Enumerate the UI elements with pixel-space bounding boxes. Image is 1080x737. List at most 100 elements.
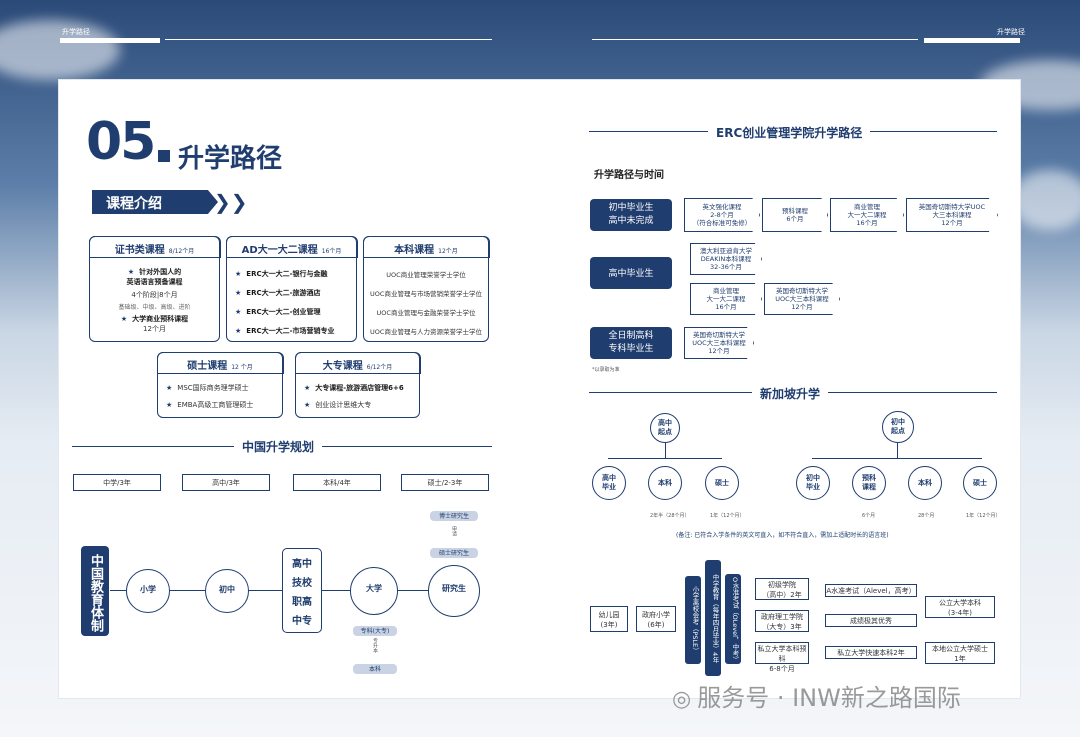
sg-node: 硕士 (963, 466, 997, 500)
star-icon: ★ (127, 268, 135, 276)
row-label: 全日制高科专科毕业生 (590, 327, 672, 359)
card-item: ★ERC大一大二-市场营销专业 (235, 327, 335, 335)
header-right: 升学路径 (997, 28, 1025, 36)
sg-primary: 政府小学(6年) (636, 606, 676, 632)
tree-line (608, 458, 722, 459)
node-grad: 研究生 (428, 565, 480, 617)
sg-start-junior: 初中起点 (882, 411, 914, 443)
card-item: ★大专课程-旅游酒店管理6+6 (304, 384, 404, 392)
card-item: UOC商业管理与市场营销荣誉学士学位 (370, 290, 482, 298)
erc-title: ERC创业管理学院升学路径 (708, 124, 871, 141)
watermark: ◎服务号 · INW新之路国际 (672, 684, 961, 712)
section-dot (158, 150, 170, 162)
erc-subtitle: 升学路径与时间 (594, 170, 664, 181)
card-item: ★EMBA高级工商管理硕士 (166, 401, 254, 409)
sg-node: 硕士 (705, 466, 739, 500)
sg-excellent: 成绩极其优秀 (825, 614, 917, 627)
sg-duration: 1年（12个月） (966, 513, 1001, 519)
star-icon: ★ (120, 315, 128, 323)
sg-node: 高中毕业 (592, 466, 626, 500)
card-duration: 16个月 (321, 247, 342, 255)
node-master: 硕士研究生 (430, 548, 478, 558)
sg-duration: 2年半（28个月） (650, 513, 690, 519)
card-item: ★ERC大一大二-旅游酒店 (235, 289, 321, 297)
wechat-icon: ◎ (672, 687, 692, 712)
node-college: 专科(大专) (353, 626, 397, 636)
node-junior: 初中 (205, 569, 249, 613)
tree-line (665, 436, 666, 458)
node-senior: 高中技校职高中专 (282, 548, 322, 633)
card-duration: 12 个月 (231, 363, 253, 371)
sg-remark: (备注: 已符合入学条件的英文可直入，如不符合直入，需加上适配时长的语言班) (676, 532, 889, 539)
card-line: 英语语言预备课程 (126, 278, 183, 286)
sg-duration: 28个月 (918, 513, 935, 519)
card-line: 基础级、中级、高级、进阶 (118, 304, 191, 311)
sg-duration: 1年（12个月） (710, 513, 745, 519)
sg-public: 公立大学本科(3-4年) (925, 596, 995, 618)
stage-box: 高中/3年 (182, 474, 270, 491)
tree-line (812, 458, 982, 459)
header-bar-left (60, 38, 160, 43)
china-plan-title: 中国升学规划 (234, 438, 323, 455)
row-label: 高中毕业生 (590, 257, 672, 289)
card-item: UOC商业管理与金融荣誉学士学位 (376, 309, 476, 317)
sg-start-high: 高中起点 (650, 413, 680, 443)
node-phd: 博士研究生 (430, 511, 478, 521)
node-univ: 大学 (350, 567, 398, 615)
card-title: AD大一大二课程 (241, 244, 318, 256)
card-duration: 12个月 (438, 247, 458, 255)
flow-line (110, 590, 430, 591)
sg-private: 私立大学快速本科2年 (825, 646, 917, 659)
cloud (1010, 170, 1080, 230)
node-bachelor: 本科 (353, 664, 397, 674)
header-left: 升学路径 (62, 28, 90, 36)
sg-node: 本科 (908, 466, 942, 500)
card-item: ★创业设计思维大专 (304, 401, 372, 409)
header-line-left (165, 39, 492, 40)
section-title: 升学路径 (178, 144, 283, 174)
card-item: UOC商业管理与人力资源荣誉学士学位 (370, 328, 482, 336)
card-duration: 6/12个月 (366, 363, 393, 371)
upgrade-label: 专升本 (372, 638, 378, 653)
card-line: ★针对外国人的 (127, 268, 182, 276)
section-number: 05 (86, 112, 156, 172)
tree-line (897, 436, 898, 458)
sg-kinder: 幼儿园(3年) (590, 606, 628, 632)
card-line: 12个月 (143, 325, 166, 333)
apply-label: 申请 (451, 526, 457, 536)
erc-note: *以录取为准 (592, 367, 620, 373)
sg-duration: 6个月 (862, 513, 876, 519)
sg-node: 预科课程 (852, 466, 886, 500)
course-intro-ribbon: 课程介绍 (92, 190, 218, 214)
chevron-icon: ❯❯ (214, 190, 248, 214)
stage-box: 中学/3年 (73, 474, 161, 491)
node-primary: 小学 (126, 569, 170, 613)
card-title: 硕士课程 (187, 360, 228, 372)
card-title: 证书类课程 (114, 244, 165, 256)
sg-title: 新加坡升学 (752, 385, 829, 402)
row-label: 初中毕业生高中未完成 (590, 199, 672, 231)
cloud (0, 20, 120, 80)
sg-secondary: 中学教育（每年四月毕业）4年 (705, 560, 721, 676)
sg-poly: 政府理工学院（大专）3年 (755, 610, 809, 632)
sg-jc: 初级学院（高中）2年 (755, 578, 809, 600)
sg-node: 初中毕业 (796, 466, 830, 500)
card-item: UOC商业管理荣誉学士学位 (386, 271, 466, 279)
